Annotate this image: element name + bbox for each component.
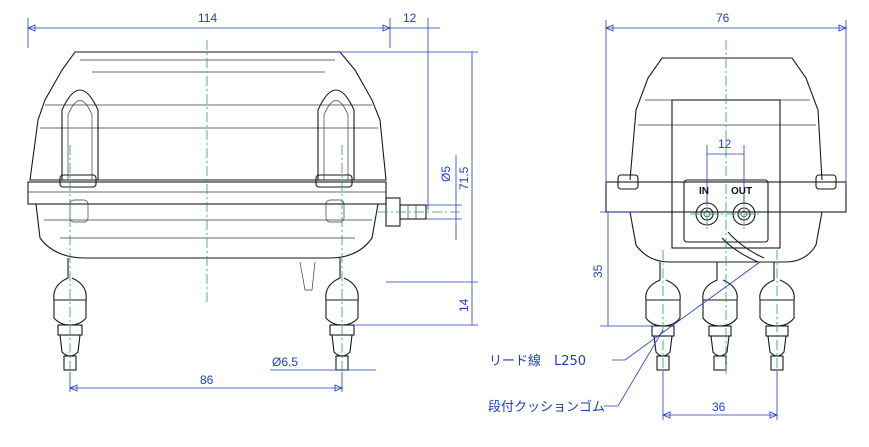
front-view — [27, 40, 462, 375]
lead-wire-leader — [612, 261, 761, 361]
front-right-bolt — [315, 174, 353, 188]
front-dimensions — [26, 18, 478, 392]
side-lower-body — [629, 211, 823, 263]
leader-lines — [604, 261, 761, 407]
lead-wire — [721, 231, 765, 263]
lead-wire-note: リード線 L250 — [489, 353, 586, 369]
dim-port-pitch-label: 12 — [718, 137, 732, 151]
dim-nozzle-dia-label: Ø5 — [439, 166, 453, 182]
side-cover — [629, 57, 823, 181]
dim-foot-dia-label: Ø6.5 — [272, 355, 298, 369]
dim-side-height-label: 35 — [591, 264, 605, 278]
out-port-label: OUT — [731, 186, 752, 197]
dim-foot-pitch-label: 86 — [200, 373, 214, 387]
cushion-rubber-leader — [604, 329, 664, 407]
front-left-arch — [61, 89, 99, 180]
dim-side-foot-pitch-label: 36 — [712, 400, 726, 414]
dim-nozzle-offset-label: 12 — [403, 11, 417, 25]
dim-height-front-label: 71.5 — [457, 166, 471, 190]
cushion-rubber-note: 段付クッションゴム — [488, 399, 605, 415]
front-lower-body — [35, 203, 379, 259]
side-foot-2 — [702, 262, 738, 371]
front-cover — [29, 51, 387, 181]
side-view — [605, 40, 847, 375]
front-right-arch — [317, 89, 355, 180]
dim-foot-height-label: 14 — [457, 298, 471, 312]
in-port-label: IN — [699, 186, 709, 197]
dim-width-side-label: 76 — [716, 11, 730, 25]
side-dimensions — [600, 20, 848, 420]
front-left-bolt — [59, 174, 97, 188]
dim-width-front-label: 114 — [198, 11, 217, 25]
